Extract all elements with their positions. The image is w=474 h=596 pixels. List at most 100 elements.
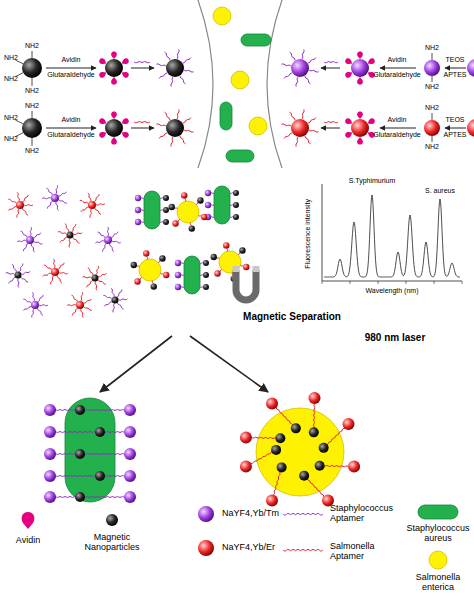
magnetic-nanoparticle (67, 232, 74, 239)
process-arrow (321, 128, 340, 129)
magnetic-nanoparticle (291, 423, 301, 433)
upconversion-nanoparticle (308, 392, 320, 404)
magnetic-nanoparticle (203, 260, 209, 266)
aptamer-strand (290, 52, 296, 60)
reagent-label: Glutaraldehyde (11, 71, 131, 79)
aptamer-strand (308, 58, 316, 64)
upconversion-nanoparticle (223, 242, 229, 248)
y-axis (322, 184, 323, 281)
upconversion-nanoparticle (240, 432, 252, 444)
staphylococcus-cell (144, 191, 160, 229)
aptamer-strand (87, 281, 93, 288)
avidin-symbol (111, 77, 117, 85)
salmonella-cell (429, 551, 447, 569)
conjugate-mixture (6, 185, 128, 317)
aptamer-strand (23, 299, 31, 303)
aptamer-strand (183, 118, 191, 124)
aptamer-strand (21, 277, 28, 282)
upconversion-nanoparticle (467, 59, 474, 77)
upconversion-nanoparticle (175, 284, 181, 290)
aptamer-strand (305, 136, 311, 144)
upconversion-nanoparticle (44, 491, 56, 503)
staphylococcus-cell (226, 150, 254, 162)
aptamer-strand (296, 77, 298, 87)
upconversion-nanoparticle (104, 236, 112, 244)
aptamer-strand (177, 109, 179, 119)
aptamer-strand (59, 200, 67, 204)
upconversion-nanoparticle (198, 540, 214, 556)
magnetic-nanoparticle (95, 471, 105, 481)
aptamer-strand (47, 201, 52, 208)
amine-group: NH2 (397, 104, 467, 112)
amine-group: NH2 (397, 44, 467, 52)
aptamer-strand (18, 278, 19, 287)
upconversion-nanoparticle (124, 470, 136, 482)
upconversion-nanoparticle (163, 272, 169, 278)
magnetic-nanoparticle (197, 197, 203, 203)
aptamer-strand (104, 302, 112, 307)
aptamer-strand (88, 268, 93, 275)
aptamer-strand (103, 295, 111, 298)
upconversion-nanoparticle (424, 60, 440, 76)
magnetic-nanoparticle (92, 275, 99, 282)
magnetic-nanoparticle (275, 433, 285, 443)
aptamer-strand (81, 292, 83, 301)
axis-tick (378, 281, 379, 284)
aptamer-strand (60, 237, 67, 242)
avidin-symbol (357, 111, 363, 119)
upconversion-nanoparticle (342, 418, 354, 430)
upconversion-nanoparticle (243, 264, 249, 270)
step-label: 980 nm laser (335, 332, 455, 343)
upconversion-nanoparticle (51, 268, 59, 276)
legend-sample (198, 540, 214, 556)
aptamer-strand (17, 209, 19, 218)
magnetic-nanoparticle (166, 119, 184, 137)
magnetic-nanoparticle (277, 462, 287, 472)
upconversion-nanoparticle (467, 119, 474, 137)
magnetic-nanoparticle (106, 514, 118, 526)
bacteria-sample (198, 0, 282, 168)
upconversion-nanoparticle (76, 301, 84, 309)
aptamer-strand (111, 232, 118, 238)
aptamer-strand (50, 476, 100, 477)
avidin-symbol (111, 111, 117, 119)
amine-particle: NH2NH2 (416, 44, 448, 92)
amine-group: NH2 (0, 135, 46, 143)
legend-label: Magnetic Nanoparticles (77, 533, 147, 553)
upconversion-nanoparticle (348, 460, 360, 472)
aptamer-strand (59, 272, 68, 273)
axis-tick (322, 281, 323, 284)
magnetic-nanoparticle (163, 195, 169, 201)
magnetic-nanoparticle (163, 207, 169, 213)
legend-samples (22, 505, 458, 569)
aptamer-strand (22, 195, 28, 202)
aptamer-strand (65, 224, 69, 232)
legend-sample (283, 549, 323, 551)
legend-sample (429, 551, 447, 569)
aptamer-strand (308, 118, 316, 124)
aptamer-strand (38, 295, 44, 302)
aptamer-strand (159, 73, 167, 79)
aptamer-strand (94, 194, 99, 202)
amine-group: NH2 (0, 102, 67, 110)
upconversion-nanoparticle (88, 201, 96, 209)
aptamer-strand (324, 62, 338, 63)
aptamer-strand (80, 453, 130, 454)
aptamer-strand (33, 233, 40, 238)
magnetic-nanoparticle (309, 427, 319, 437)
magnetic-nanoparticle (75, 449, 85, 459)
upconversion-nanoparticle (291, 119, 309, 137)
upconversion-nanoparticle (31, 301, 39, 309)
aptamer-strand (32, 292, 34, 301)
magnetic-nanoparticle (22, 118, 42, 138)
upconversion-nanoparticle (172, 220, 178, 226)
aptamer-strand (165, 52, 171, 60)
reagent-label: Glutaraldehyde (337, 71, 457, 79)
aptamer-strand (83, 277, 92, 278)
aptamer-strand (98, 232, 105, 237)
peak-label: S. aureus (405, 187, 474, 195)
aptamer-strand (8, 199, 16, 203)
aptamer-strand (31, 244, 34, 252)
aptamer-strand (281, 124, 291, 126)
